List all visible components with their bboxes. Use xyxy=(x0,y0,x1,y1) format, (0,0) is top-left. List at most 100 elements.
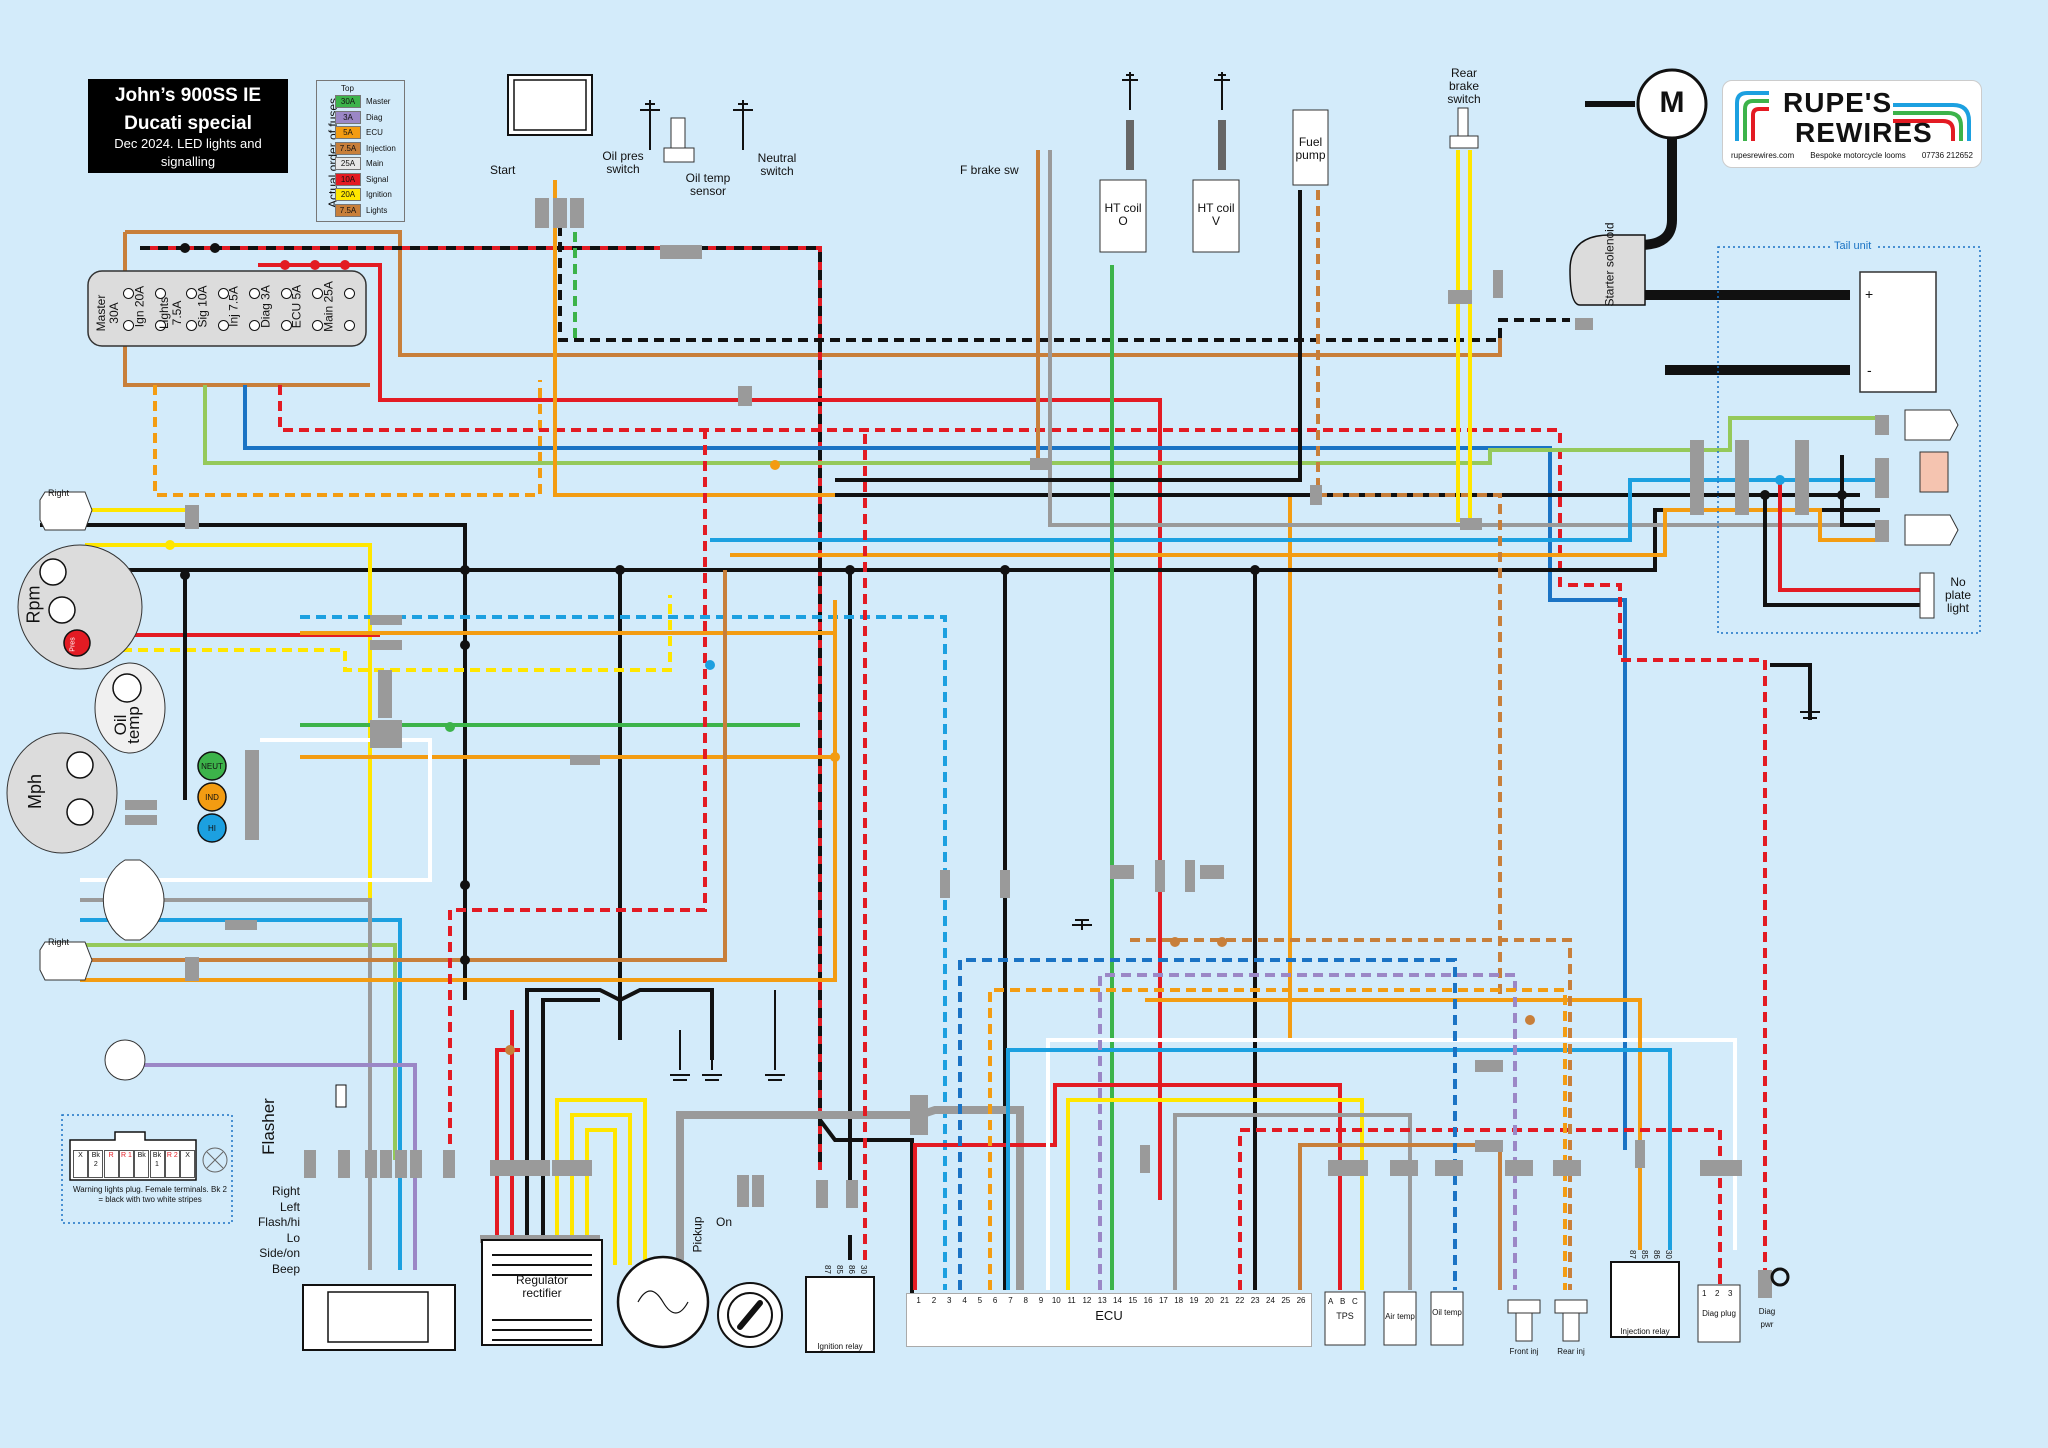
connector xyxy=(1310,485,1322,505)
connector xyxy=(553,198,567,228)
ecu-pin-label: 7 xyxy=(1008,1296,1013,1305)
connector xyxy=(752,1175,764,1207)
pin-label: A xyxy=(1328,1297,1334,1306)
wire-red-dashed-ecu xyxy=(1238,1128,1722,1290)
wire-orange-right xyxy=(80,600,837,982)
rear-injector xyxy=(1554,1299,1588,1314)
ecu-pin-label: 1 xyxy=(916,1296,921,1305)
connector xyxy=(1575,318,1593,330)
wire-brown-dashed-fuelpump xyxy=(1316,190,1502,1000)
ecu-pin-label: 15 xyxy=(1128,1296,1138,1305)
connector xyxy=(1635,1140,1645,1168)
warning-plug-pin: X xyxy=(180,1150,196,1178)
connector xyxy=(1140,1145,1150,1173)
connector xyxy=(1735,440,1749,515)
oil-pres-switch-label: Oil pres switch xyxy=(602,149,644,176)
connector xyxy=(1200,865,1224,879)
fuse-rating-swatch: 3A xyxy=(335,110,361,124)
pin-label: 3 xyxy=(1728,1289,1733,1298)
wire-black-right xyxy=(40,523,467,1000)
warning-plug-pin: R 1 xyxy=(118,1150,134,1178)
ground-symbols xyxy=(640,72,1820,1081)
warning-plug-pin: Bk xyxy=(134,1150,150,1178)
fuse-rating-swatch: 25A xyxy=(335,157,361,170)
wire-black-fuelpump xyxy=(835,190,1302,482)
wire-grey-ecu xyxy=(1173,1113,1412,1290)
ecu-pin-label: 10 xyxy=(1051,1296,1061,1305)
ecu-pin-label: 11 xyxy=(1067,1296,1076,1305)
pin-label: 30 xyxy=(1663,1250,1673,1259)
fuse-label: Main 25A xyxy=(321,281,335,332)
logo-tagline: Bespoke motorcycle looms xyxy=(1810,151,1906,160)
connector xyxy=(443,1150,455,1178)
ecu-pin-label: 21 xyxy=(1220,1296,1230,1305)
fuse-terminal-icon xyxy=(123,320,134,331)
connector xyxy=(737,1175,749,1207)
fuse-terminal-icon xyxy=(249,320,260,331)
warning-plug-pin: R 2 xyxy=(164,1150,180,1178)
wire-motor-lead xyxy=(1639,130,1677,250)
warning-lamp-icon xyxy=(202,1147,228,1173)
connector xyxy=(380,1150,392,1178)
wire-blue-dashed-inst xyxy=(300,615,947,1290)
fuse-legend-item: 25A Main xyxy=(335,157,383,170)
fuse-terminal-icon xyxy=(280,288,292,299)
connector xyxy=(1435,1160,1463,1176)
connector xyxy=(846,1180,858,1208)
wire-black-gnd-right xyxy=(1770,663,1812,720)
right-indicator-bottom-label: Right xyxy=(48,937,70,947)
diag-plug xyxy=(1697,1284,1741,1343)
fuse-label: Sig 10A xyxy=(195,285,209,328)
switch-position-label: Beep xyxy=(271,1261,300,1276)
connector xyxy=(1553,1160,1581,1176)
connector xyxy=(490,1160,550,1176)
pres-label: Pres xyxy=(69,637,77,652)
right-indicator-top-label: Right xyxy=(48,488,70,498)
connector xyxy=(1475,1140,1503,1152)
tps-label: TPS xyxy=(1336,1311,1354,1321)
ecu-pin-label: 12 xyxy=(1082,1296,1092,1305)
switch-position-label: Flash/hi xyxy=(257,1215,300,1229)
mph-gauge xyxy=(6,732,118,854)
connector xyxy=(535,198,549,228)
pres-warning xyxy=(63,629,91,657)
fuse-terminal-icon xyxy=(217,320,229,331)
indicator-light xyxy=(197,782,227,812)
ecu-pin-label: 23 xyxy=(1250,1296,1260,1305)
starter-solenoid-body xyxy=(1569,234,1646,306)
fuse-rating-swatch: 10A xyxy=(335,172,361,186)
connector xyxy=(1875,458,1889,498)
rpm-label: Rpm xyxy=(23,585,44,624)
ecu-pin-label: 26 xyxy=(1296,1296,1306,1305)
tps xyxy=(1324,1291,1366,1346)
fuse-name: Injection xyxy=(366,143,396,153)
connector xyxy=(410,1150,422,1178)
wire-red-white-long xyxy=(278,385,1767,1270)
wire-blue-rail xyxy=(710,478,1880,542)
fuse-name: Main xyxy=(366,159,384,168)
pin-label: C xyxy=(1352,1297,1358,1306)
regulator-label: Regulator rectifier xyxy=(515,1273,569,1300)
fuse-terminal-icon xyxy=(343,320,355,331)
connector xyxy=(370,615,402,625)
start-switch-housing xyxy=(507,74,593,136)
connectors xyxy=(125,198,1889,1298)
warning-plug-frame xyxy=(61,1114,233,1224)
ecu-pin-label: 2 xyxy=(931,1296,937,1305)
ecu-pin-label: 13 xyxy=(1097,1296,1107,1305)
wire-yellow-ecu xyxy=(1066,1098,1364,1290)
connector xyxy=(1390,1160,1418,1176)
warning-plug-pin: Bk 1 xyxy=(149,1150,165,1178)
connector xyxy=(1875,520,1889,542)
ecu-label: ECU xyxy=(1095,1308,1123,1323)
connector xyxy=(338,1150,350,1178)
connector xyxy=(225,920,257,930)
fuse-label: Diag 3A xyxy=(258,285,272,328)
tail-light xyxy=(1919,451,1949,493)
ecu-pin-label: 22 xyxy=(1235,1296,1245,1305)
no-plate-light-label: No plate light xyxy=(1944,575,1972,615)
